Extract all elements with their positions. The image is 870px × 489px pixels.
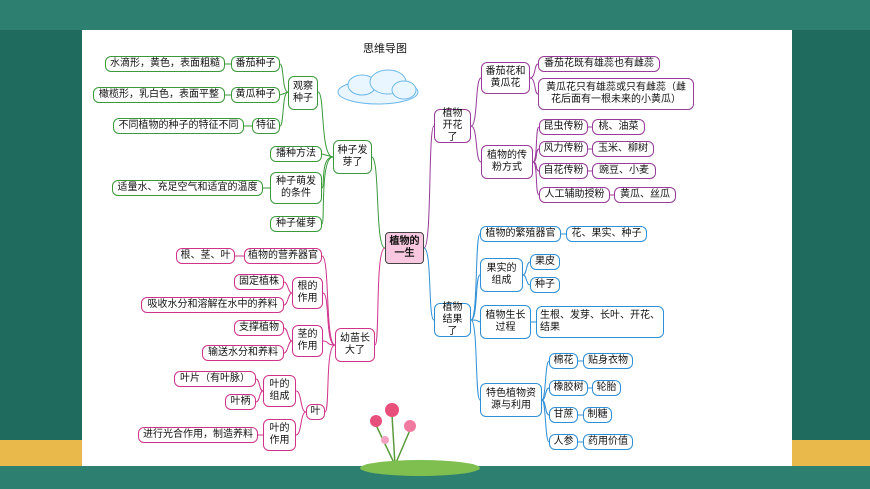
flower-icon <box>360 403 480 476</box>
stem-function-node[interactable]: 茎的作用 <box>292 325 323 357</box>
top-border <box>0 0 870 30</box>
special-plants-node[interactable]: 特色植物资源与利用 <box>480 383 542 417</box>
branch-fruit-node[interactable]: 植物结果了 <box>434 302 471 337</box>
ginseng-node[interactable]: 人参 <box>549 434 578 450</box>
root-fix-node[interactable]: 固定植株 <box>234 274 284 290</box>
fruit-peel-node[interactable]: 果皮 <box>530 254 560 270</box>
flower-types-node[interactable]: 番茄花和黄瓜花 <box>481 62 530 94</box>
germination-condition-node[interactable]: 种子萌发的条件 <box>270 172 322 204</box>
center-node[interactable]: 植物的一生 <box>385 232 424 264</box>
insect-pollination-node[interactable]: 昆虫传粉 <box>539 119 588 135</box>
leaf-function-node[interactable]: 叶的作用 <box>263 419 296 451</box>
observe-seed-node[interactable]: 观察种子 <box>288 76 318 110</box>
branch-seed-node[interactable]: 种子发芽了 <box>333 140 372 174</box>
ginseng-desc: 药用价值 <box>583 434 633 450</box>
growth-process-node[interactable]: 植物生长过程 <box>480 305 531 339</box>
rubber-tree-desc: 轮胎 <box>592 380 621 396</box>
leaf-blade-node[interactable]: 叶片（有叶脉） <box>174 371 256 387</box>
sugarcane-node[interactable]: 甘蔗 <box>549 407 578 423</box>
root-absorb-node[interactable]: 吸收水分和溶解在水中的养料 <box>141 297 284 313</box>
leaf-node[interactable]: 叶 <box>306 404 325 420</box>
fruit-composition-node[interactable]: 果实的组成 <box>480 258 523 292</box>
nutrient-organs-node[interactable]: 植物的营养器官 <box>244 248 322 264</box>
germination-condition-desc: 适量水、充足空气和适宜的温度 <box>112 180 263 196</box>
artificial-pollination-node[interactable]: 人工辅助授粉 <box>539 187 610 203</box>
cucumber-seed-node[interactable]: 黄瓜种子 <box>231 87 280 103</box>
sow-method-node[interactable]: 播种方法 <box>270 146 322 162</box>
fruit-seed-node[interactable]: 种子 <box>530 277 560 293</box>
branch-seedling-node[interactable]: 幼苗长大了 <box>335 328 375 362</box>
stem-support-node[interactable]: 支撑植物 <box>234 320 284 336</box>
wind-pollination-node[interactable]: 风力传粉 <box>539 141 588 157</box>
cucumber-flower-desc: 黄瓜花只有雄蕊或只有雌蕊（雌花后面有一根未来的小黄瓜） <box>538 78 694 110</box>
reproductive-organs-node[interactable]: 植物的繁殖器官 <box>480 226 561 242</box>
artificial-pollination-desc: 黄瓜、丝瓜 <box>614 187 676 203</box>
root-function-node[interactable]: 根的作用 <box>292 277 323 309</box>
nutrient-organs-desc: 根、茎、叶 <box>176 248 235 264</box>
reproductive-organs-desc: 花、果实、种子 <box>566 226 647 242</box>
cotton-node[interactable]: 棉花 <box>549 353 578 369</box>
tomato-seed-node[interactable]: 番茄种子 <box>231 56 280 72</box>
feature-node[interactable]: 特征 <box>252 118 280 134</box>
cotton-desc: 贴身衣物 <box>583 353 633 369</box>
cloud-icon <box>337 69 419 105</box>
growth-process-desc: 生根、发芽、长叶、开花、结果 <box>536 306 664 338</box>
rubber-tree-node[interactable]: 橡胶树 <box>549 380 588 396</box>
page-title: 思维导图 <box>363 42 407 55</box>
stem-transport-node[interactable]: 输送水分和养料 <box>202 345 284 361</box>
sugarcane-desc: 制糖 <box>583 407 612 423</box>
wind-pollination-desc: 玉米、柳树 <box>592 141 654 157</box>
leaf-function-desc: 进行光合作用，制造养料 <box>138 427 258 443</box>
branch-flower-node[interactable]: 植物开花了 <box>434 108 471 143</box>
bottom-border <box>0 466 870 489</box>
cucumber-seed-desc: 橄榄形，乳白色，表面平整 <box>93 87 225 103</box>
tomato-seed-desc: 水滴形，黄色，表面粗糙 <box>105 56 225 72</box>
self-pollination-desc: 豌豆、小麦 <box>592 163 656 179</box>
pollination-node[interactable]: 植物的传粉方式 <box>481 145 533 179</box>
tomato-flower-desc: 番茄花既有雄蕊也有雌蕊 <box>538 56 660 72</box>
leaf-stalk-node[interactable]: 叶柄 <box>225 394 256 410</box>
leaf-composition-node[interactable]: 叶的组成 <box>263 375 296 407</box>
insect-pollination-desc: 桃、油菜 <box>592 119 645 135</box>
sprouting-node[interactable]: 种子催芽 <box>270 216 322 232</box>
feature-desc: 不同植物的种子的特征不同 <box>113 118 244 134</box>
self-pollination-node[interactable]: 自花传粉 <box>539 163 588 179</box>
